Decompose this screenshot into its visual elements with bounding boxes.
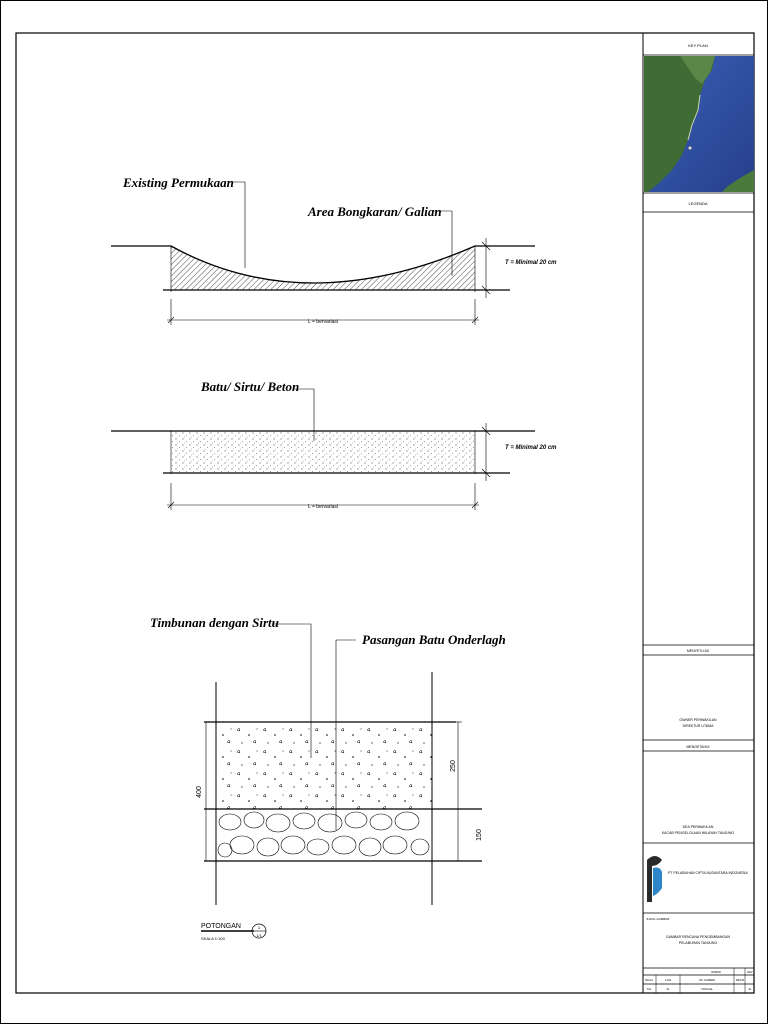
- existing-surface-line: [111, 245, 535, 284]
- drawing-title-2: PELABUHAN TANJUNG: [679, 941, 718, 945]
- checked-line-1: DEA PERWAKILAN: [683, 825, 714, 829]
- table-r1-c4: REVISI: [736, 979, 745, 982]
- s3-dim-bottom: 150: [476, 829, 483, 841]
- s1-length-label: L = bervariasi: [308, 319, 338, 325]
- table-r1-c3: NO. GAMBAR: [699, 979, 715, 982]
- checked-line-2: KACAB PENGELOLAAN WILAYAH TANJUNG: [662, 831, 735, 835]
- drawing-title-1: GAMBAR RENCANA PENGEMBANGAN: [666, 935, 730, 939]
- s3-stone-label: Pasangan Batu Onderlagh: [362, 632, 506, 647]
- checked-heading: MENGETAHUI: [686, 745, 709, 749]
- company-logo: [647, 856, 662, 902]
- section-backfill: T = Minimal 20 cm L = bervariasi Batu/ S…: [111, 379, 557, 510]
- s2-length-label: L = bervariasi: [308, 504, 338, 510]
- key-plan-heading: KEY PLAN: [688, 43, 708, 48]
- table-r1-c5: REV: [747, 971, 752, 974]
- caption-title: POTONGAN: [201, 923, 241, 930]
- approval-name-2: DIREKTUR UTAMA: [683, 724, 715, 728]
- s2-material-label: Batu/ Sirtu/ Beton: [200, 379, 299, 394]
- table-r2-c3: TANGGAL: [701, 988, 713, 991]
- backfill-material: [171, 431, 475, 473]
- s3-dim-total: 400: [196, 786, 203, 798]
- caption-number: 1: [258, 925, 261, 930]
- excavation-hatch: [171, 246, 475, 290]
- approval-heading: MENYETUJUI: [687, 649, 709, 653]
- s3-dim-top: 250: [450, 760, 457, 772]
- table-r2-c2: 01: [667, 988, 670, 991]
- legend-heading: LEGENDA: [688, 201, 707, 206]
- drawing-title-heading: JUDUL GAMBAR: [646, 917, 670, 921]
- s3-fill-label: Timbunan dengan Sirtu: [150, 615, 279, 630]
- key-plan-map: [644, 56, 754, 192]
- s1-existing-label: Existing Permukaan: [122, 175, 234, 190]
- section-caption: POTONGAN SKALA 1:100 1 1/1: [201, 923, 267, 941]
- company-name: PT PELABUHAN CIPTA NUSANTARA INDONESIA: [668, 871, 748, 875]
- caption-sheet-ref: 1/1: [256, 933, 262, 938]
- s2-depth-label: T = Minimal 20 cm: [505, 445, 557, 451]
- caption-scale: SKALA 1:100: [201, 936, 226, 941]
- stone-pitching-layer: [217, 811, 430, 858]
- inner-frame: [15, 32, 755, 994]
- sirtu-fill-layer: [216, 722, 432, 809]
- section-fill-stone: 400 250 150 Timbunan dengan Sirtu Pasang…: [150, 615, 506, 905]
- sheet-label: NOMOR: [711, 971, 721, 974]
- table-r1-c1: SKALA: [645, 979, 653, 982]
- s1-depth-label: T = Minimal 20 cm: [505, 260, 557, 266]
- table-r1-c2: 1:100: [665, 979, 672, 982]
- table-r2-c5: A1: [748, 988, 752, 991]
- table-r2-c1: TGL: [647, 988, 652, 991]
- approval-name-1: OWNER PERWAKILAN: [679, 718, 717, 722]
- section-excavation: T = Minimal 20 cm L = bervariasi Existin…: [111, 175, 557, 325]
- s1-area-label: Area Bongkaran/ Galian: [307, 204, 442, 219]
